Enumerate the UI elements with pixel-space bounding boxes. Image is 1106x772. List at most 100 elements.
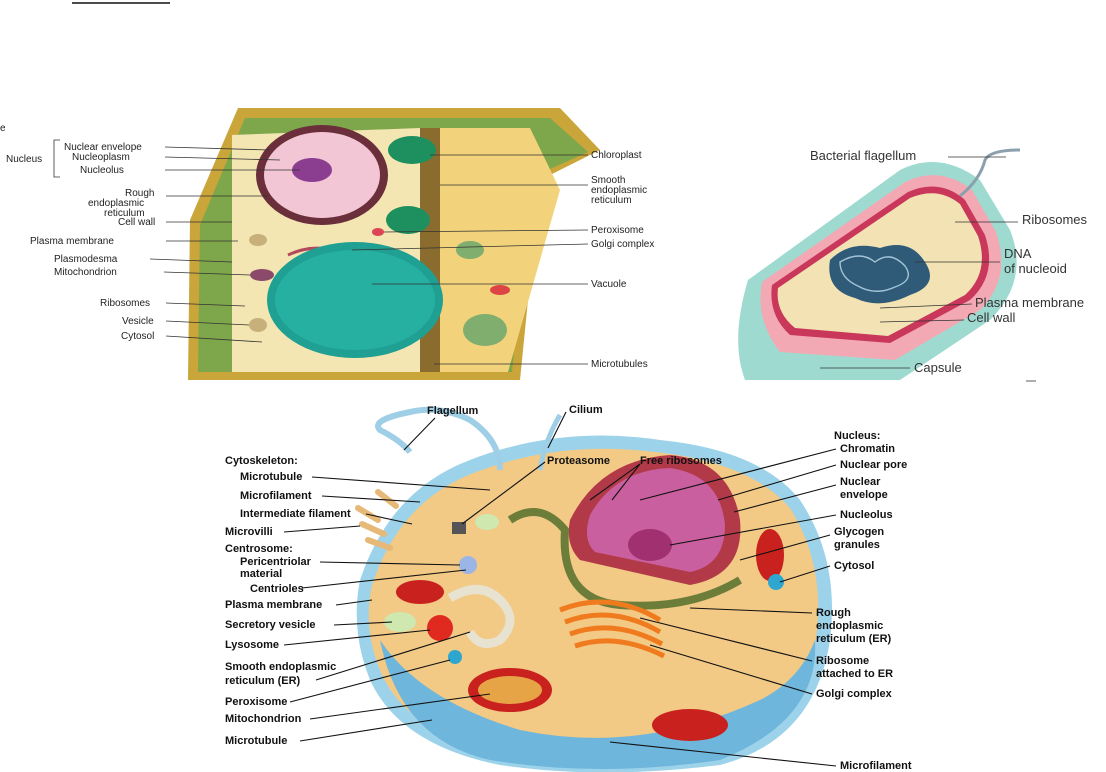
nucleolus-shape bbox=[292, 158, 332, 182]
label-bacterial-flagellum: Bacterial flagellum bbox=[810, 148, 916, 163]
leader-cell-wall bbox=[879, 319, 965, 323]
label-smooth-er-3: reticulum bbox=[591, 195, 632, 206]
leader-mitochondrion bbox=[163, 271, 251, 276]
label-microvilli: Microvilli bbox=[225, 526, 273, 538]
label-nuclear-pore: Nuclear pore bbox=[840, 459, 907, 471]
leader-microfilament-bottom bbox=[609, 741, 837, 767]
label-plasma-membrane: Plasma membrane bbox=[975, 295, 1084, 310]
label-rough-er-2: endoplasmic bbox=[816, 620, 883, 632]
label-chromatin: Chromatin bbox=[840, 443, 895, 455]
leader-peroxisome bbox=[289, 659, 451, 703]
leader-intermediate-filament bbox=[365, 513, 413, 525]
leader-microtubule-bottom bbox=[299, 719, 433, 742]
label-cell-wall: Cell wall bbox=[118, 217, 155, 228]
label-cilium: Cilium bbox=[569, 404, 603, 416]
chloroplast-shape-4 bbox=[456, 241, 484, 259]
leader-plasmodesma bbox=[149, 258, 233, 263]
plant-cell-right-labels: Chloroplast Smooth endoplasmic reticulum… bbox=[351, 150, 654, 370]
leader-plasma-membrane bbox=[879, 303, 973, 309]
prokaryote-labels: Bacterial flagellum Ribosomes DNA of nuc… bbox=[810, 148, 1088, 382]
label-capsule: Capsule bbox=[914, 360, 962, 375]
leader-microvilli bbox=[283, 525, 361, 533]
label-smooth-er-2: endoplasmic bbox=[591, 185, 647, 196]
rough-er-shape bbox=[507, 508, 743, 610]
leader-secretory-vesicle bbox=[333, 621, 393, 626]
label-plasma-membrane: Plasma membrane bbox=[30, 236, 114, 247]
label-centrosome: Centrosome: bbox=[225, 543, 293, 555]
animal-cell-left-labels: Flagellum Cytoskeleton: Microtubule Micr… bbox=[225, 405, 491, 747]
label-cell-wall: Cell wall bbox=[967, 310, 1016, 325]
leader-golgi bbox=[649, 644, 813, 695]
label-dna-1: DNA bbox=[1004, 246, 1032, 261]
label-peroxisome: Peroxisome bbox=[225, 696, 287, 708]
animal-vesicle bbox=[475, 514, 499, 530]
label-mitochondrion: Mitochondrion bbox=[225, 713, 302, 725]
label-microtubule-bottom: Microtubule bbox=[225, 735, 287, 747]
leader-cytosol bbox=[165, 335, 263, 343]
label-nucleolus: Nucleolus bbox=[840, 509, 893, 521]
leader-nuclear-envelope bbox=[733, 484, 837, 513]
label-golgi: Golgi complex bbox=[816, 688, 893, 700]
label-nuclear-envelope: Nuclear envelope bbox=[64, 142, 142, 153]
label-pericentriolar-2: material bbox=[240, 568, 282, 580]
leader-vesicle bbox=[165, 320, 250, 326]
label-mitochondrion: Mitochondrion bbox=[54, 267, 117, 278]
label-nucleus: Nucleus bbox=[6, 154, 42, 165]
label-microfilament-bottom: Microfilament bbox=[840, 760, 912, 772]
leader-mitochondrion bbox=[309, 693, 491, 720]
label-ribosome-er-2: attached to ER bbox=[816, 668, 893, 680]
leader-chromatin bbox=[639, 448, 837, 501]
vesicle-shape-2 bbox=[249, 318, 267, 332]
leader-pericentriolar bbox=[319, 561, 461, 566]
glycogen-shape bbox=[768, 574, 784, 590]
golgi-shape bbox=[559, 599, 666, 659]
label-free-ribosomes: Free ribosomes bbox=[640, 455, 722, 467]
leader-ribosome-er bbox=[639, 617, 813, 662]
leader-nucleoplasm bbox=[164, 156, 281, 161]
proteasome-shape bbox=[452, 522, 466, 534]
flagellum-shape bbox=[959, 148, 1021, 198]
secretory-vesicle-shape bbox=[384, 612, 416, 632]
leader-cilium bbox=[547, 411, 567, 449]
label-rough-er-1: Rough bbox=[125, 188, 154, 199]
leader-plasma-membrane bbox=[335, 599, 373, 606]
leader-rough-er bbox=[689, 607, 813, 614]
label-microtubule: Microtubule bbox=[240, 471, 302, 483]
chloroplast-shape-3 bbox=[463, 314, 507, 346]
label-rough-er-3: reticulum bbox=[104, 208, 145, 219]
label-plasma-membrane: Plasma membrane bbox=[225, 599, 322, 611]
label-glycogen-1: Glycogen bbox=[834, 526, 884, 538]
label-microtubules: Microtubules bbox=[591, 359, 648, 370]
plant-cell-left-labels: e Nucleus Nuclear envelope Nucleoplasm N… bbox=[0, 123, 300, 343]
label-nuclear-envelope-2: envelope bbox=[840, 489, 888, 501]
label-glycogen-2: granules bbox=[834, 539, 880, 551]
label-smooth-er-2: reticulum (ER) bbox=[225, 675, 301, 687]
prokaryote-illustration bbox=[738, 148, 1021, 380]
leader-peroxisome bbox=[383, 229, 589, 233]
leader-lysosome bbox=[283, 629, 431, 646]
label-nuclear-envelope-1: Nuclear bbox=[840, 476, 881, 488]
nucleus-bracket bbox=[53, 139, 60, 178]
vesicle-shape-1 bbox=[249, 234, 267, 246]
plant-cut-face bbox=[420, 128, 560, 372]
leader-cytosol bbox=[779, 565, 831, 583]
lysosome-shape bbox=[427, 615, 453, 641]
peroxisome-shape bbox=[448, 650, 462, 664]
leader-nuclear-pore bbox=[717, 464, 837, 501]
mitochondrion-inner bbox=[478, 676, 542, 704]
label-secretory-vesicle: Secretory vesicle bbox=[225, 619, 316, 631]
label-rough-er-2: endoplasmic bbox=[88, 198, 144, 209]
animal-cell-illustration bbox=[355, 406, 832, 772]
label-dna-2: of nucleoid bbox=[1004, 261, 1067, 276]
leader-flagellum bbox=[403, 417, 436, 451]
smooth-er-shape bbox=[447, 585, 515, 649]
leader-nucleolus bbox=[669, 514, 837, 546]
label-lysosome: Lysosome bbox=[225, 639, 279, 651]
label-proteasome: Proteasome bbox=[547, 455, 610, 467]
label-rough-er-3: reticulum (ER) bbox=[816, 633, 892, 645]
label-chloroplast: Chloroplast bbox=[591, 150, 642, 161]
label-microfilament: Microfilament bbox=[240, 490, 312, 502]
label-flagellum: Flagellum bbox=[427, 405, 479, 417]
leader-free-ribosomes-1 bbox=[589, 463, 641, 501]
